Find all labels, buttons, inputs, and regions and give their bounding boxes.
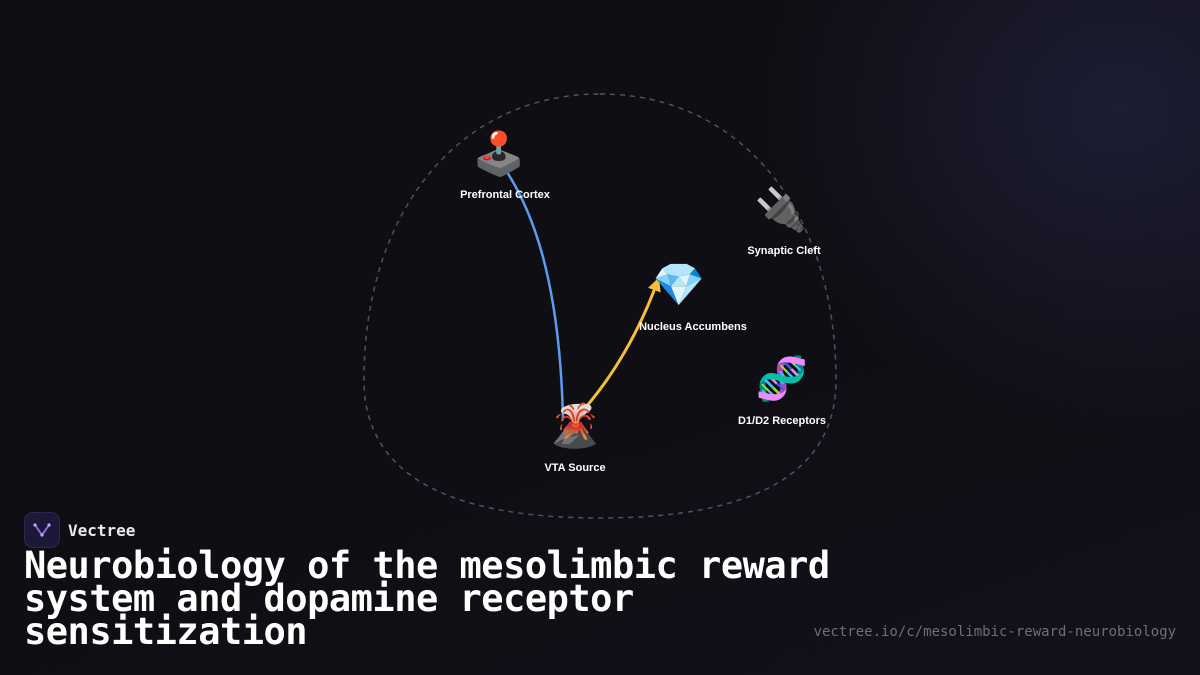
brand-name: Vectree — [68, 520, 136, 540]
logo-glyph — [33, 523, 51, 537]
gem-icon: 💎 — [653, 260, 705, 309]
node-label: Synaptic Cleft — [747, 245, 821, 257]
vectree-logo-icon — [24, 512, 60, 548]
node-label: Nucleus Accumbens — [639, 321, 747, 333]
node-synaptic-cleft[interactable]: 🔌 Synaptic Cleft — [747, 185, 821, 257]
node-prefrontal-cortex[interactable]: 🕹️ Prefrontal Cortex — [460, 129, 551, 201]
node-vta-source[interactable]: 🌋 VTA Source — [544, 401, 605, 474]
edge-vta-to-accumbens — [574, 277, 661, 420]
node-label: Prefrontal Cortex — [460, 189, 551, 201]
page-url[interactable]: vectree.io/c/mesolimbic-reward-neurobiol… — [813, 624, 1176, 640]
brand[interactable]: Vectree — [24, 512, 135, 548]
node-nucleus-accumbens[interactable]: 💎 Nucleus Accumbens — [639, 260, 747, 333]
dna-icon: 🧬 — [756, 353, 808, 404]
edge-prefrontal-to-vta — [501, 164, 565, 420]
page-title: Neurobiology of the mesolimbic reward sy… — [24, 544, 830, 653]
node-label: D1/D2 Receptors — [738, 415, 826, 427]
node-label: VTA Source — [544, 462, 605, 474]
node-d1-d2-receptors[interactable]: 🧬 D1/D2 Receptors — [738, 353, 826, 427]
joystick-icon: 🕹️ — [473, 129, 525, 178]
volcano-icon: 🌋 — [549, 401, 601, 450]
plug-icon: 🔌 — [755, 185, 807, 234]
cluster-boundary — [363, 93, 837, 519]
